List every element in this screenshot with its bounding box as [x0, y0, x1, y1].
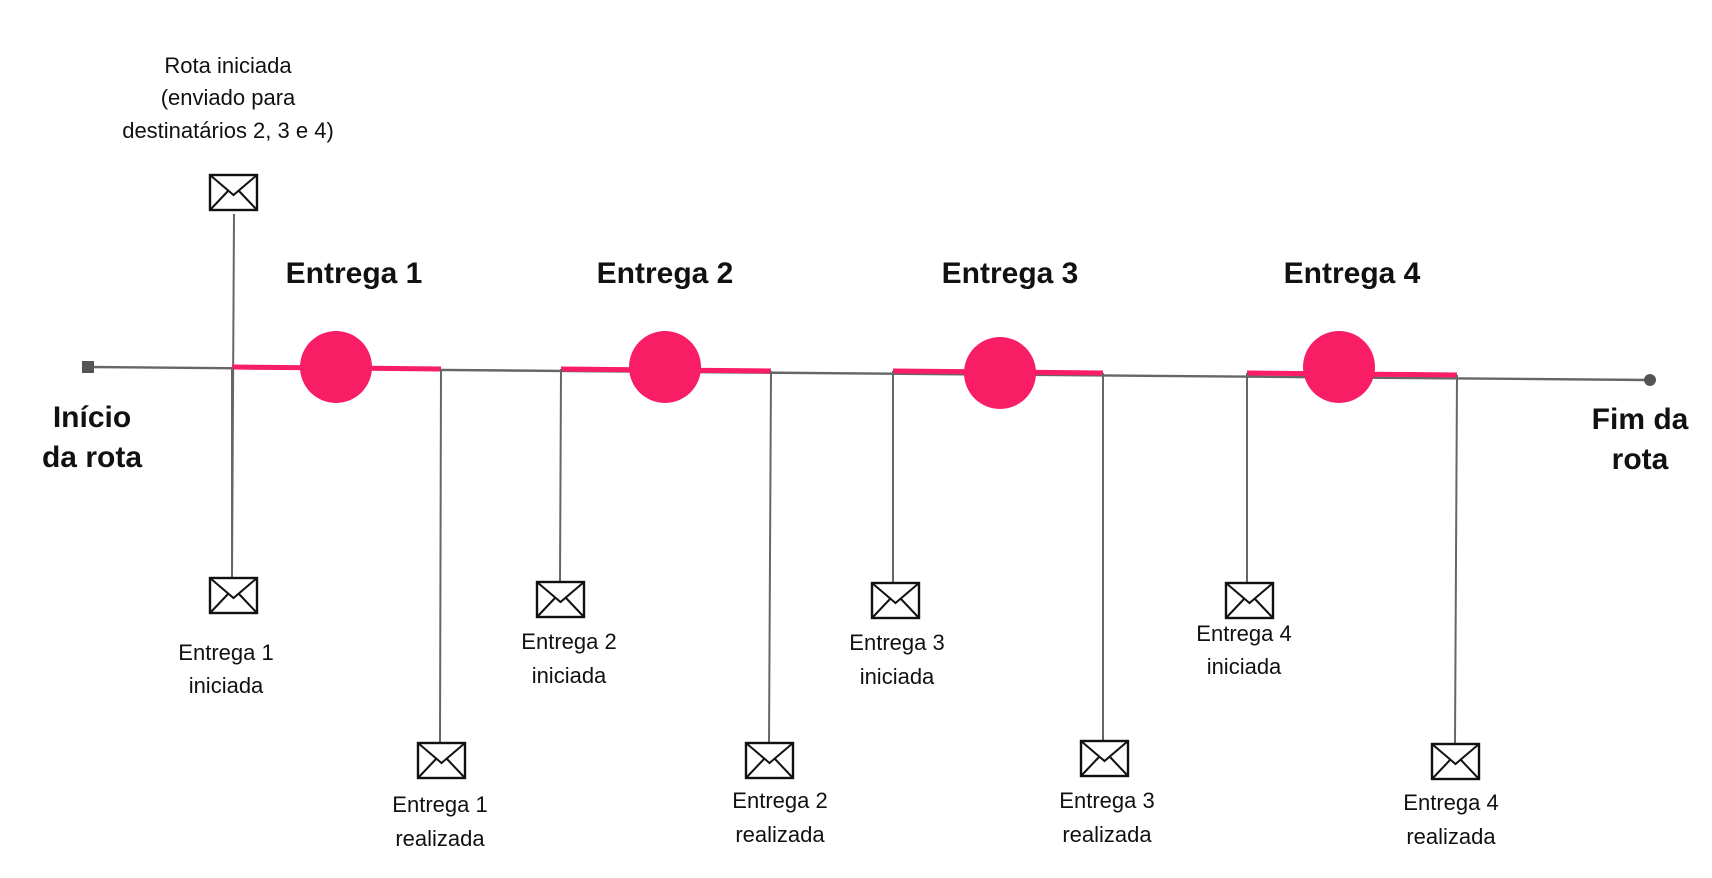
envelope-icon	[416, 741, 467, 780]
route-end-marker	[1644, 374, 1656, 386]
delivery-done-connector	[1454, 374, 1458, 745]
envelope-icon	[535, 580, 586, 619]
delivery-1: Entrega 1 Entrega 1 iniciada Entrega 1 r…	[178, 257, 487, 851]
envelope-icon	[208, 173, 259, 212]
envelope-icon	[744, 741, 795, 780]
delivery-stop-marker	[1303, 331, 1375, 403]
delivery-stop-marker	[300, 331, 372, 403]
route-started-label-line2: (enviado para	[161, 85, 296, 110]
delivery-stop-marker	[964, 337, 1036, 409]
route-end-label-line2: rota	[1612, 443, 1669, 476]
delivery-title: Entrega 4	[1284, 257, 1421, 290]
delivery-3: Entrega 3 Entrega 3 iniciada Entrega 3 r…	[849, 257, 1154, 847]
delivery-done-label-line2: realizada	[395, 826, 485, 851]
delivery-done-label-line1: Entrega 4	[1403, 790, 1498, 815]
envelope-icon	[870, 581, 921, 620]
route-started-label-line3: destinatários 2, 3 e 4)	[122, 118, 334, 143]
delivery-title: Entrega 1	[286, 257, 423, 290]
delivery-started-label-line1: Entrega 1	[178, 640, 273, 665]
delivery-4: Entrega 4 Entrega 4 iniciada Entrega 4 r…	[1196, 257, 1498, 849]
delivery-done-label-line2: realizada	[1062, 822, 1152, 847]
delivery-started-label-line2: iniciada	[860, 664, 935, 689]
delivery-started-label-line2: iniciada	[1207, 654, 1282, 679]
route-started-event: Rota iniciada (enviado para destinatário…	[122, 53, 334, 579]
delivery-stop-marker	[629, 331, 701, 403]
delivery-started-label-line2: iniciada	[532, 663, 607, 688]
delivery-started-label-line1: Entrega 4	[1196, 621, 1291, 646]
route-start-label-line1: Início	[53, 401, 131, 434]
delivery-started-label-line1: Entrega 3	[849, 630, 944, 655]
envelope-icon	[1224, 581, 1275, 620]
delivery-title: Entrega 2	[597, 257, 734, 290]
route-start-marker	[82, 361, 94, 373]
delivery-started-connector	[559, 368, 562, 583]
envelope-icon	[1079, 739, 1130, 778]
delivery-started-label-line2: iniciada	[189, 673, 264, 698]
delivery-started-label-line1: Entrega 2	[521, 629, 616, 654]
route-started-label-line1: Rota iniciada	[164, 53, 292, 78]
delivery-done-label-line1: Entrega 3	[1059, 788, 1154, 813]
delivery-done-label-line1: Entrega 1	[392, 792, 487, 817]
delivery-2: Entrega 2 Entrega 2 iniciada Entrega 2 r…	[521, 257, 827, 847]
route-start-label-line2: da rota	[42, 441, 142, 474]
delivery-done-label-line1: Entrega 2	[732, 788, 827, 813]
envelope-icon	[208, 576, 259, 615]
delivery-done-label-line2: realizada	[1406, 824, 1496, 849]
route-end-label-line1: Fim da	[1592, 403, 1689, 436]
delivery-title: Entrega 3	[942, 257, 1079, 290]
delivery-done-connector	[439, 368, 442, 744]
delivery-done-connector	[768, 370, 772, 744]
envelope-icon	[1430, 742, 1481, 781]
delivery-done-label-line2: realizada	[735, 822, 825, 847]
